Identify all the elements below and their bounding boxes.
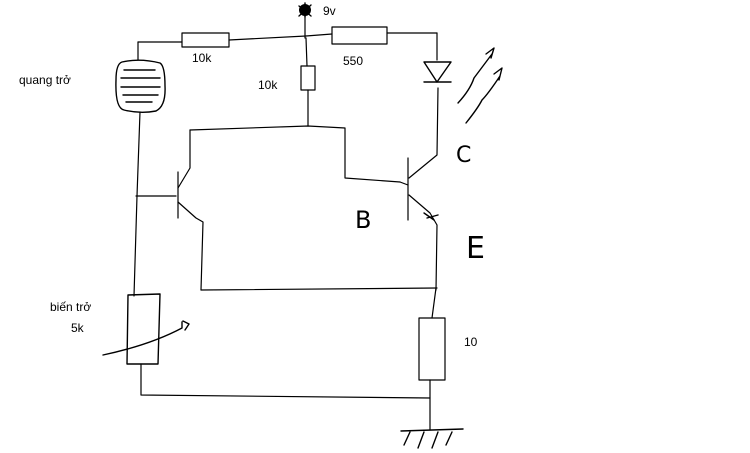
potentiometer-value-label: 5k — [71, 321, 84, 335]
photoresistor — [115, 41, 166, 197]
handwritten-c: C — [456, 143, 471, 168]
transistor-left — [135, 129, 204, 291]
top-rail-left — [137, 35, 307, 43]
resistor-10k-vertical — [300, 65, 316, 91]
supply-label: 9v — [323, 4, 336, 18]
r-led-label: 550 — [343, 54, 364, 68]
r-emitter-label: 10 — [464, 335, 478, 349]
emitter-bus — [200, 287, 438, 291]
resistor-10 — [418, 317, 446, 381]
top-rail-right — [305, 32, 438, 37]
r-top-label: 10k — [192, 51, 212, 65]
light-arrows — [457, 47, 503, 124]
supply-terminal — [298, 2, 312, 18]
ground-rail — [140, 363, 431, 399]
ground-symbol — [400, 428, 464, 449]
handwritten-b: B — [355, 206, 371, 234]
resistor-10k-top — [181, 32, 230, 48]
potentiometer-label: biến trở — [50, 300, 92, 314]
led — [423, 32, 503, 124]
potentiometer — [102, 195, 190, 365]
emitter-to-resistor — [431, 287, 437, 319]
resistor-550 — [331, 26, 388, 45]
transistor-right — [399, 87, 439, 291]
handwritten-e: E — [466, 231, 485, 266]
base-wire — [189, 125, 401, 183]
vertical-resistor-lead-top — [305, 37, 308, 67]
r-vertical-label: 10k — [258, 78, 278, 92]
photoresistor-label: quang trở — [19, 73, 71, 87]
